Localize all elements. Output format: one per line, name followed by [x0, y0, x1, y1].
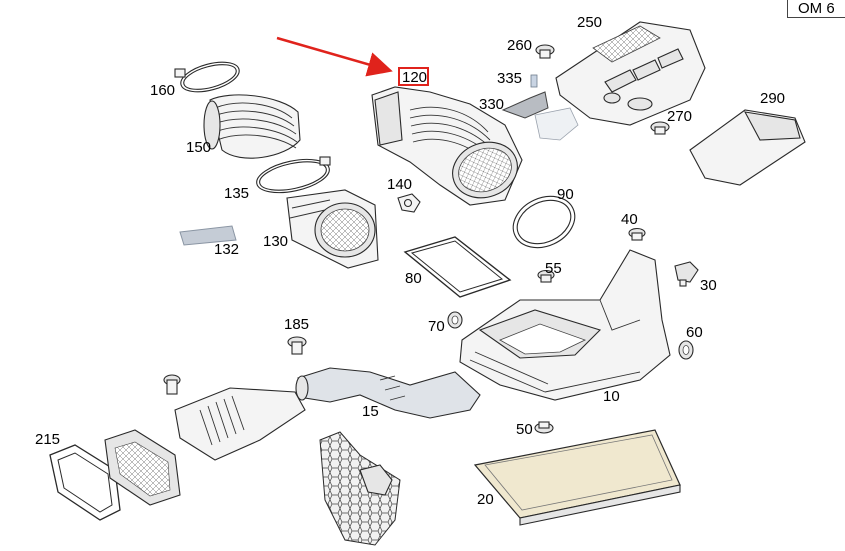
part-heat-shield[interactable]: [319, 431, 401, 546]
callout-15[interactable]: 15: [362, 403, 379, 420]
callout-80[interactable]: 80: [405, 270, 422, 287]
callout-135[interactable]: 135: [224, 185, 249, 202]
callout-260[interactable]: 260: [507, 37, 532, 54]
part-60-grommet[interactable]: [678, 340, 694, 360]
part-120-air-duct[interactable]: [371, 86, 525, 207]
part-335-pin[interactable]: [530, 74, 538, 88]
callout-120[interactable]: 120: [402, 69, 427, 86]
callout-335[interactable]: 335: [497, 70, 522, 87]
callout-290[interactable]: 290: [760, 90, 785, 107]
part-55-grommet[interactable]: [537, 269, 555, 283]
callout-270[interactable]: 270: [667, 108, 692, 125]
part-250-engine-cover[interactable]: [555, 21, 706, 126]
callout-40[interactable]: 40: [621, 211, 638, 228]
part-40-grommet[interactable]: [628, 227, 646, 241]
callout-150[interactable]: 150: [186, 139, 211, 156]
part-15-intake-pipe[interactable]: [295, 367, 481, 419]
part-135-clamp[interactable]: [254, 154, 333, 199]
callout-185[interactable]: 185: [284, 316, 309, 333]
part-grille-insert[interactable]: [104, 429, 181, 506]
part-330-bracket[interactable]: [501, 91, 579, 141]
part-intake-snorkel[interactable]: [174, 387, 306, 461]
part-20-filter-element[interactable]: [473, 429, 681, 526]
part-160-clamp[interactable]: [174, 57, 242, 98]
part-70-grommet[interactable]: [447, 311, 463, 329]
part-215-grille-frame[interactable]: [49, 444, 121, 521]
callout-55[interactable]: 55: [545, 260, 562, 277]
part-130-intake-housing[interactable]: [286, 189, 379, 269]
part-270-grommet[interactable]: [650, 121, 670, 135]
part-185-grommet[interactable]: [287, 336, 307, 355]
callout-132[interactable]: 132: [214, 241, 239, 258]
callout-60[interactable]: 60: [686, 324, 703, 341]
highlight-box-120: [398, 67, 429, 86]
callout-215[interactable]: 215: [35, 431, 60, 448]
callout-160[interactable]: 160: [150, 82, 175, 99]
callout-90[interactable]: 90: [557, 186, 574, 203]
part-50-grommet[interactable]: [534, 421, 554, 434]
part-260-grommet[interactable]: [535, 44, 555, 59]
part-10-filter-housing[interactable]: [459, 249, 671, 401]
engine-code-box: OM 6: [787, 0, 845, 18]
part-290-filter-cover[interactable]: [689, 109, 806, 186]
part-140-bracket[interactable]: [397, 193, 421, 213]
callout-20[interactable]: 20: [477, 491, 494, 508]
engine-code-label: OM 6: [798, 0, 835, 17]
indicator-arrow: [276, 36, 393, 77]
callout-30[interactable]: 30: [700, 277, 717, 294]
part-132-pad[interactable]: [179, 225, 237, 246]
callout-250[interactable]: 250: [577, 14, 602, 31]
callout-130[interactable]: 130: [263, 233, 288, 250]
part-90-gasket[interactable]: [505, 187, 583, 258]
callout-70[interactable]: 70: [428, 318, 445, 335]
part-clip[interactable]: [163, 374, 181, 395]
callout-50[interactable]: 50: [516, 421, 533, 438]
part-150-bellows[interactable]: [203, 94, 301, 159]
callout-10[interactable]: 10: [603, 388, 620, 405]
callout-330[interactable]: 330: [479, 96, 504, 113]
callout-140[interactable]: 140: [387, 176, 412, 193]
part-30-sensor[interactable]: [674, 261, 699, 287]
part-80-seal[interactable]: [403, 236, 512, 298]
